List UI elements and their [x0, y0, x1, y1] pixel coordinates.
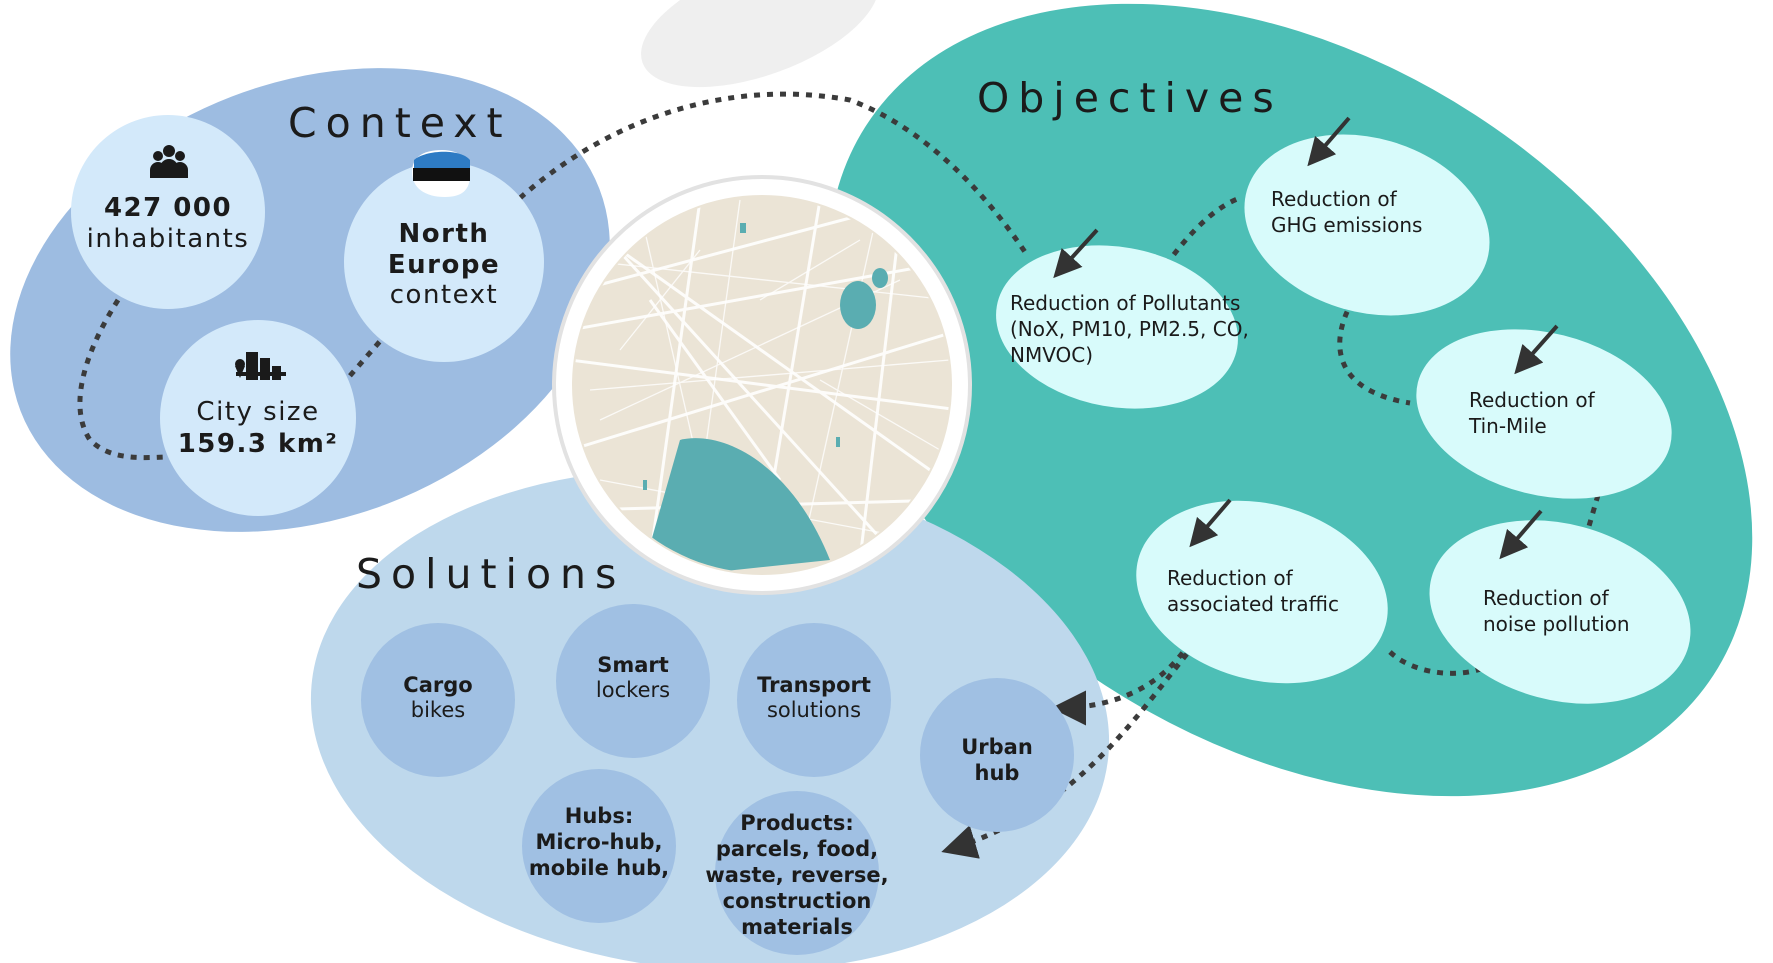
objective-ghg: Reduction of GHG emissions	[1244, 134, 1490, 316]
solution-transport-normal: solutions	[767, 698, 861, 722]
solution-smart-lockers-normal: lockers	[596, 678, 670, 702]
solution-products-line5: materials	[741, 915, 853, 939]
objective-pollutants-line3: NMVOC)	[1010, 343, 1093, 367]
solution-products-line3: waste, reverse,	[705, 863, 888, 887]
arrow-tinmile	[1514, 324, 1559, 375]
connector-context-objectives	[518, 91, 1028, 254]
region-line3: context	[390, 280, 499, 310]
objective-traffic-line2: associated traffic	[1167, 592, 1339, 616]
connector-pollutants-ghg	[1163, 195, 1241, 267]
decorative-shape	[641, 0, 879, 88]
city-size-label: City size	[196, 397, 319, 427]
objective-noise-line2: noise pollution	[1483, 612, 1630, 636]
solution-products-line4: construction	[723, 889, 872, 913]
solutions-blob	[310, 468, 1110, 963]
objective-pollutants: Reduction of Pollutants (NoX, PM10, PM2.…	[996, 245, 1249, 409]
context-title: Context	[288, 99, 512, 147]
connector-region-citysize	[346, 330, 390, 380]
objective-traffic-line1: Reduction of	[1167, 566, 1294, 590]
objective-arrows	[1053, 116, 1559, 560]
solution-hubs-line2: Micro-hub,	[536, 830, 663, 854]
objective-noise: Reduction of noise pollution	[1429, 520, 1691, 704]
region-line1: North	[399, 219, 490, 249]
region-line2: Europe	[388, 250, 500, 280]
arrow-pollutants	[1053, 228, 1099, 279]
solution-hubs-line1: Hubs:	[565, 804, 633, 828]
objective-pollutants-line1: Reduction of Pollutants	[1010, 291, 1240, 315]
solution-transport-bold: Transport	[757, 673, 871, 697]
city-buildings-icon	[235, 352, 286, 380]
objective-tinmile: Reduction of Tin-Mile	[1416, 329, 1672, 499]
population-value: 427 000	[104, 193, 232, 223]
objective-noise-line1: Reduction of	[1483, 586, 1610, 610]
solution-smart-lockers: Smart lockers	[556, 604, 710, 758]
people-group-icon	[150, 145, 188, 178]
objective-ghg-line2: GHG emissions	[1271, 213, 1422, 237]
region-node: North Europe context	[344, 150, 544, 362]
solutions-title: Solutions	[356, 550, 625, 598]
solution-cargo-bikes-bold: Cargo	[403, 673, 472, 697]
connector-inhabitants-citysize	[77, 298, 166, 461]
solution-transport: Transport solutions	[737, 623, 891, 777]
solution-products: Products: parcels, food, waste, reverse,…	[705, 791, 889, 955]
arrow-noise	[1499, 509, 1543, 560]
objectives-title: Objectives	[977, 74, 1283, 122]
arrow-ghg	[1307, 116, 1351, 167]
objective-pollutants-line2: (NoX, PM10, PM2.5, CO,	[1010, 317, 1249, 341]
solution-cargo-bikes-normal: bikes	[411, 698, 465, 722]
city-map	[552, 175, 972, 595]
city-size-node: City size 159.3 km²	[160, 320, 356, 516]
solution-hubs: Hubs: Micro-hub, mobile hub,	[522, 769, 676, 923]
solution-smart-lockers-bold: Smart	[597, 653, 669, 677]
solution-urban-hub: Urban hub	[920, 678, 1074, 832]
objective-tinmile-line2: Tin-Mile	[1468, 414, 1547, 438]
objective-ghg-line1: Reduction of	[1271, 187, 1398, 211]
connector-traffic-urbanhub	[1051, 640, 1193, 726]
connector-ghg-tinmile	[1337, 298, 1411, 406]
city-size-value: 159.3 km²	[178, 429, 339, 459]
solution-products-line1: Products:	[740, 811, 854, 835]
estonian-flag-icon	[412, 150, 470, 197]
arrow-traffic	[1189, 498, 1232, 548]
population-label: inhabitants	[87, 224, 250, 254]
solution-urban-hub-line2: hub	[975, 761, 1020, 785]
population-node: 427 000 inhabitants	[71, 115, 265, 309]
solution-products-line2: parcels, food,	[716, 837, 878, 861]
solution-urban-hub-line1: Urban	[961, 735, 1033, 759]
solution-cargo-bikes: Cargo bikes	[361, 623, 515, 777]
solution-hubs-line3: mobile hub,	[529, 856, 669, 880]
objective-tinmile-line1: Reduction of	[1469, 388, 1596, 412]
